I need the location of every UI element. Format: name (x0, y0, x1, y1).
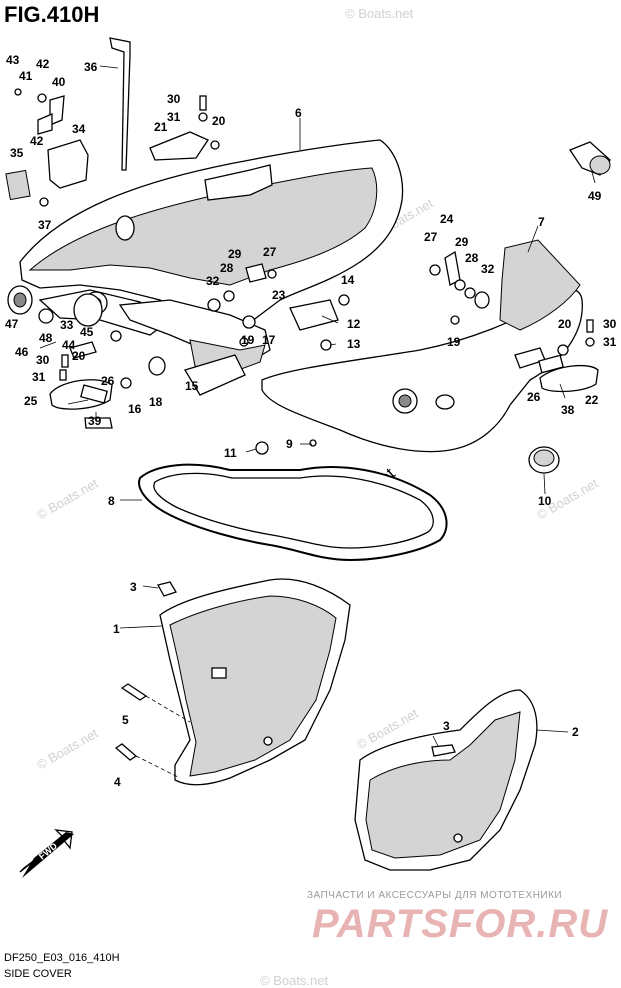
callout-48: 48 (39, 331, 53, 345)
callout-30: 30 (167, 92, 181, 106)
callout-39: 39 (88, 414, 102, 428)
callout-30: 30 (36, 353, 50, 367)
diagram-code: DF250_E03_016_410H (4, 952, 120, 964)
callout-42: 42 (30, 134, 44, 148)
callout-26: 26 (101, 374, 115, 388)
watermark-site-5: © Boats.net (34, 725, 101, 772)
callout-32: 32 (206, 274, 220, 288)
bracket-assembly (5, 88, 89, 207)
callout-49: 49 (588, 189, 602, 203)
callout-42: 42 (36, 57, 50, 71)
diagram-name: SIDE COVER (4, 968, 72, 980)
callout-43: 43 (6, 53, 20, 67)
callout-10: 10 (538, 494, 552, 508)
callout-31: 31 (167, 110, 181, 124)
callout-labels: 43 41 42 40 36 30 31 21 20 6 34 42 35 37… (5, 53, 617, 789)
callout-36: 36 (84, 60, 98, 74)
callout-21: 21 (154, 120, 168, 134)
callout-40: 40 (52, 75, 66, 89)
callout-19: 19 (241, 333, 255, 347)
brand-watermark-subtitle: ЗАПЧАСТИ И АКСЕССУАРЫ ДЛЯ МОТОТЕХНИКИ (307, 890, 563, 901)
callout-37: 37 (38, 218, 52, 232)
long-bar (109, 37, 131, 171)
seal-gasket (138, 463, 448, 562)
callout-11: 11 (224, 446, 237, 460)
callout-30: 30 (603, 317, 617, 331)
lower-cover-starboard (354, 689, 538, 871)
fwd-arrow-icon: FWD (19, 829, 74, 878)
callout-20: 20 (72, 349, 86, 363)
watermark-site-4: © Boats.net (34, 475, 101, 522)
callout-46: 46 (15, 345, 29, 359)
callout-12: 12 (347, 317, 361, 331)
small-hardware-middle (245, 250, 599, 455)
callout-8: 8 (108, 494, 115, 508)
callout-26: 26 (527, 390, 541, 404)
callout-28: 28 (465, 251, 479, 265)
cap-plug (528, 446, 560, 474)
brand-watermark-logo: PARTSFOR.RU (312, 902, 609, 946)
callout-27: 27 (263, 245, 277, 259)
callout-38: 38 (561, 403, 575, 417)
small-hardware-left (7, 285, 256, 429)
watermark-site-8: © Boats.net (260, 973, 329, 988)
callout-4: 4 (114, 775, 121, 789)
callout-20: 20 (212, 114, 226, 128)
callout-20: 20 (558, 317, 572, 331)
figure-title: FIG.410H (4, 2, 100, 27)
callout-7: 7 (538, 215, 545, 229)
latch-assembly-upper (149, 95, 220, 161)
callout-17: 17 (262, 333, 276, 347)
callout-22: 22 (585, 393, 599, 407)
callout-1: 1 (113, 622, 120, 636)
callout-45: 45 (80, 325, 94, 339)
callout-15: 15 (185, 379, 199, 393)
callout-13: 13 (347, 337, 361, 351)
callout-29: 29 (228, 247, 242, 261)
callout-31: 31 (603, 335, 617, 349)
lower-cover-port (159, 578, 351, 786)
callout-19: 19 (447, 335, 461, 349)
lower-fasteners (114, 581, 456, 779)
callout-29: 29 (455, 235, 469, 249)
side-cover-upper-port (19, 139, 404, 376)
watermark-site-1: © Boats.net (345, 6, 414, 21)
callout-34: 34 (72, 122, 86, 136)
callout-32: 32 (481, 262, 495, 276)
callout-6: 6 (295, 106, 302, 120)
callout-28: 28 (220, 261, 234, 275)
callout-3: 3 (130, 580, 137, 594)
side-cover-upper-starboard (261, 239, 583, 453)
callout-47: 47 (5, 317, 19, 331)
callout-2: 2 (572, 725, 579, 739)
callout-14: 14 (341, 273, 355, 287)
callout-23: 23 (272, 288, 286, 302)
callout-25: 25 (24, 394, 38, 408)
callout-35: 35 (10, 146, 24, 160)
callout-33: 33 (60, 318, 74, 332)
plug-grommet (569, 141, 611, 176)
callout-18: 18 (149, 395, 163, 409)
callout-24: 24 (440, 212, 454, 226)
callout-44: 44 (62, 338, 76, 352)
callout-27: 27 (424, 230, 438, 244)
callout-9: 9 (286, 437, 293, 451)
callout-3: 3 (443, 719, 450, 733)
callout-41: 41 (19, 69, 33, 83)
callout-16: 16 (128, 402, 142, 416)
leader-lines (39, 65, 596, 747)
callout-5: 5 (122, 713, 129, 727)
callout-31: 31 (32, 370, 46, 384)
